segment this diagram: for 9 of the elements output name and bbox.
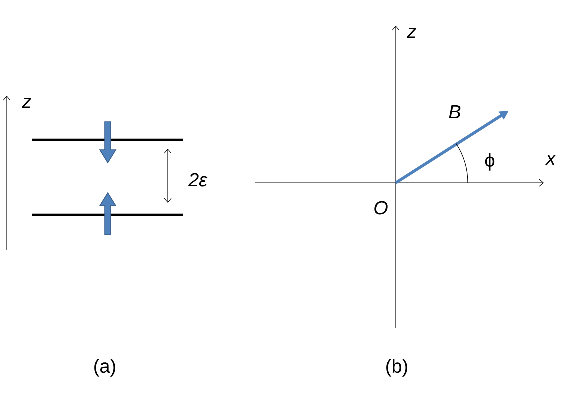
axis-label: z (407, 28, 416, 38)
angle-label: ϕ (485, 153, 495, 171)
axis-label: x (546, 154, 556, 166)
origin-label: O (374, 201, 388, 215)
axis-label: z (22, 98, 32, 108)
vector-label: B (449, 105, 461, 119)
panel-label: (b) (386, 359, 408, 377)
panel-label: (a) (94, 359, 116, 377)
gap-label: 2ε (188, 173, 208, 187)
